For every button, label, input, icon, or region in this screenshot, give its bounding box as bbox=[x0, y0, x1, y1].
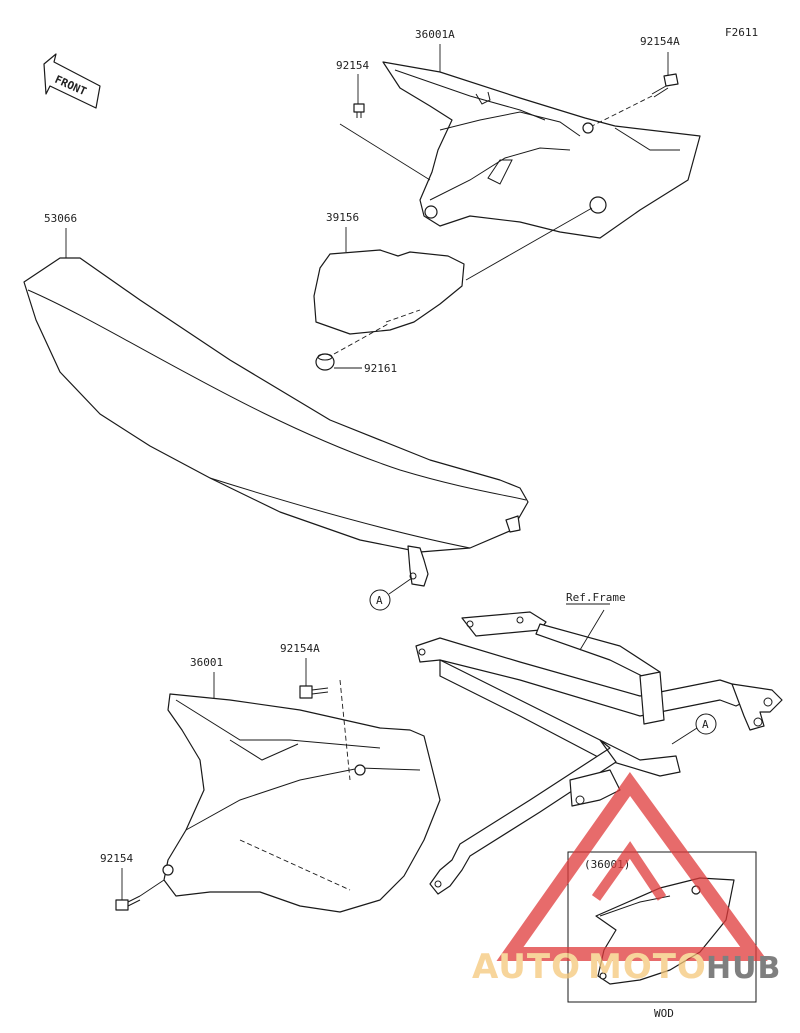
label-A-frame: A bbox=[702, 718, 709, 731]
damper-icon bbox=[315, 353, 335, 371]
watermark-auto: AUTO bbox=[472, 947, 581, 987]
ref-point-a-seat-circle bbox=[369, 589, 391, 611]
rear-frame bbox=[415, 611, 783, 895]
label-92154-top: 92154 bbox=[336, 59, 369, 72]
label-ref-frame: Ref.Frame bbox=[566, 591, 626, 604]
label-92154A-mid: 92154A bbox=[280, 642, 320, 655]
pad-39156 bbox=[313, 249, 465, 335]
label-36001: 36001 bbox=[190, 656, 223, 669]
label-92161: 92161 bbox=[364, 362, 397, 375]
side-cover-left bbox=[162, 693, 441, 913]
front-arrow-icon: FRONT bbox=[43, 53, 101, 109]
label-39156: 39156 bbox=[326, 211, 359, 224]
watermark-hub: HUB bbox=[706, 951, 781, 986]
label-variant-code: WOD bbox=[654, 1007, 674, 1020]
label-36001A: 36001A bbox=[415, 28, 455, 41]
side-cover-right bbox=[382, 61, 701, 239]
ref-point-a-frame-circle bbox=[695, 713, 717, 735]
bolt-icon-mid bbox=[299, 685, 329, 699]
watermark-moto: MOTO bbox=[588, 947, 707, 987]
label-A-seat: A bbox=[376, 594, 383, 607]
label-92154A-top: 92154A bbox=[640, 35, 680, 48]
figure-code: F2611 bbox=[725, 26, 758, 39]
bolt-icon-bottom bbox=[115, 895, 141, 911]
bolt-icon-top-right bbox=[651, 73, 679, 98]
label-53066: 53066 bbox=[44, 212, 77, 225]
seat-53066 bbox=[23, 257, 529, 587]
label-92154-bottom: 92154 bbox=[100, 852, 133, 865]
bolt-icon-top-left bbox=[353, 103, 365, 118]
watermark-triangle-icon bbox=[496, 771, 768, 961]
watermark-logo: AUTO MOTO HUB bbox=[472, 771, 781, 987]
